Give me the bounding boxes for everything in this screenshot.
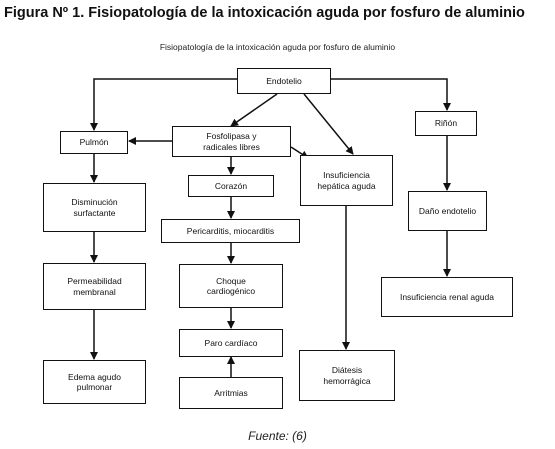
node-endotelio: Endotelio [237, 68, 331, 94]
node-insuficiencia-renal: Insuficiencia renal aguda [381, 277, 513, 317]
node-permeabilidad: Permeabilidad membranal [43, 263, 146, 310]
node-disminucion: Disminución surfactante [43, 183, 146, 232]
node-paro: Paro cardíaco [179, 329, 283, 357]
node-diatesis: Diátesis hemorrágica [299, 350, 395, 401]
edge-endotelio-fosfolipasa [230, 93, 278, 127]
node-edema: Edema agudo pulmonar [43, 360, 146, 404]
edge-endotelio-pulmon [90, 78, 237, 131]
node-rinon: Riñón [415, 111, 477, 136]
node-corazon: Corazón [188, 175, 274, 197]
node-arritmias: Arritmias [179, 377, 283, 409]
diagram-title: Fisiopatología de la intoxicación aguda … [159, 42, 396, 52]
node-pericarditis: Pericarditis, miocarditis [161, 219, 300, 243]
node-pulmon: Pulmón [60, 131, 128, 154]
figure-source: Fuente: (6) [248, 429, 307, 443]
edge-endotelio-rinon [331, 78, 451, 111]
node-insuficiencia-hepatica: Insuficiencia hepática aguda [300, 155, 393, 206]
figure-title: Figura Nº 1. Fisiopatología de la intoxi… [4, 5, 525, 21]
node-choque: Choque cardiogénico [179, 264, 283, 308]
node-fosfolipasa: Fosfolipasa y radicales libres [172, 126, 291, 157]
edge-endotelio-insuficiencia-hepatica [303, 93, 354, 155]
node-dano-endotelio: Daño endotelio [408, 191, 487, 231]
